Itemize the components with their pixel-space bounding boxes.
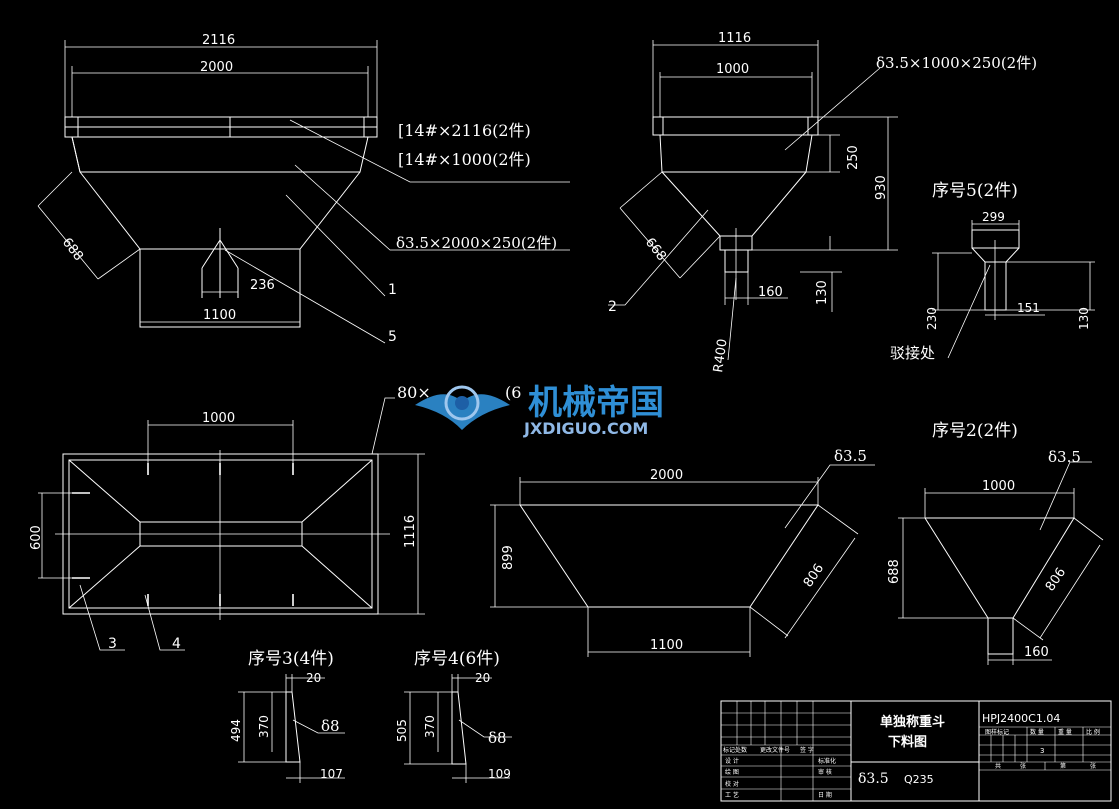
dim-505: 505 [395, 719, 409, 742]
th-sign: 签 字 [800, 746, 814, 754]
plan-view: 1000 600 1116 80× (6 3 4 [29, 383, 521, 652]
side-beam [652, 116, 819, 136]
th-date: 日 期 [818, 791, 832, 799]
part3-title: 序号3(4件) [248, 649, 334, 669]
callout-3: 3 [108, 636, 117, 652]
note-angle-partial-end: (6 [505, 383, 521, 402]
callout-2: 2 [608, 299, 617, 315]
watermark-en: JXDIGUO.COM [523, 419, 648, 438]
dim-2000: 2000 [200, 60, 233, 75]
dim-151: 151 [1017, 301, 1040, 315]
th-design: 设 计 [725, 757, 739, 765]
part5-view: 序号5(2件) 299 230 151 130 驳接处 [890, 181, 1095, 362]
part1-thk: δ3.5 [834, 447, 867, 465]
dim-236: 236 [250, 278, 275, 293]
dim-part2-1000: 1000 [982, 479, 1015, 494]
th-stage: 图样标记 [985, 728, 1009, 736]
front-view: 2116 2000 688 236 1100 [14#×2116(2件) [14… [37, 33, 570, 345]
note-channel-1000: [14#×1000(2件) [398, 150, 531, 169]
dim-494: 494 [229, 719, 243, 742]
th-weight: 重 量 [1058, 728, 1072, 736]
dim-160: 160 [758, 285, 783, 300]
th-scale: 比 例 [1086, 728, 1100, 736]
title-block: 单独称重斗 下料图 HPJ2400C1.04 δ3.5 Q235 图样标记 数 … [720, 700, 1112, 802]
dim-part1-2000: 2000 [650, 468, 683, 483]
th-sheet: 张 [1090, 762, 1096, 770]
part2-title: 序号2(2件) [932, 421, 1018, 441]
dim-part2-160: 160 [1024, 645, 1049, 660]
qty-value: 3 [1040, 747, 1044, 755]
watermark-logo: 机械帝国 JXDIGUO.COM [415, 383, 664, 438]
part3-thk: δ8 [321, 717, 340, 735]
title-name-2: 下料图 [888, 734, 927, 750]
th-qty: 数 量 [1030, 728, 1044, 736]
dim-plan-1116: 1116 [403, 515, 418, 548]
part3-view: 序号3(4件) 20 494 370 δ8 107 [229, 649, 345, 783]
dim-1116: 1116 [718, 31, 751, 46]
th-review: 审 核 [818, 768, 832, 776]
note-angle-partial: 80× [397, 383, 431, 402]
material-thickness: δ3.5 [858, 771, 889, 787]
dim-part5-130: 130 [1077, 307, 1091, 330]
watermark-cn: 机械帝国 [528, 383, 664, 423]
material-grade: Q235 [904, 773, 934, 786]
note-joint: 驳接处 [890, 344, 935, 362]
dim-part2-688: 688 [887, 559, 902, 584]
dim-plan-1000: 1000 [202, 411, 235, 426]
th-check: 校 对 [725, 780, 739, 788]
part2-thk: δ3.5 [1048, 448, 1081, 466]
th-process: 工 艺 [725, 791, 739, 799]
dim-109: 109 [488, 767, 511, 781]
dim-part3-20: 20 [306, 671, 321, 685]
part4-title: 序号4(6件) [414, 649, 500, 669]
dim-side-1000: 1000 [716, 62, 749, 77]
dim-230: 230 [925, 307, 939, 330]
part5-title: 序号5(2件) [932, 181, 1018, 201]
dim-part1-1100: 1100 [650, 638, 683, 653]
drawing-number: HPJ2400C1.04 [982, 712, 1060, 725]
dim-part4-370: 370 [423, 715, 437, 738]
dim-part4-20: 20 [475, 671, 490, 685]
dim-930: 930 [874, 175, 889, 200]
dim-1100: 1100 [203, 308, 236, 323]
dim-600: 600 [29, 525, 44, 550]
th-rev: 标记处数 [723, 746, 747, 754]
callout-5: 5 [388, 329, 397, 345]
note-plate-2000: δ3.5×2000×250(2件) [396, 234, 557, 252]
th-docno: 更改文件号 [760, 746, 790, 754]
th-sheets: 张 [1020, 762, 1026, 770]
dim-299: 299 [982, 210, 1005, 224]
dim-part3-370: 370 [257, 715, 271, 738]
note-channel-2116: [14#×2116(2件) [398, 121, 531, 140]
title-name-1: 单独称重斗 [880, 714, 945, 730]
callout-1: 1 [388, 282, 397, 298]
th-draw: 绘 图 [725, 768, 739, 776]
th-no: 第 [1060, 762, 1066, 770]
note-plate-1000: δ3.5×1000×250(2件) [876, 54, 1037, 72]
dim-250: 250 [846, 145, 861, 170]
dim-side-130: 130 [815, 280, 830, 305]
part4-view: 序号4(6件) 20 505 370 δ8 109 [395, 649, 512, 783]
dim-2116: 2116 [202, 33, 235, 48]
callout-4: 4 [172, 636, 181, 652]
side-view: 1116 1000 δ3.5×1000×250(2件) 250 930 668 … [608, 31, 1037, 374]
th-total: 共 [995, 762, 1001, 770]
dim-107: 107 [320, 767, 343, 781]
dim-899: 899 [501, 545, 516, 570]
part4-thk: δ8 [488, 729, 507, 747]
dim-r400: R400 [711, 338, 731, 374]
th-std: 标准化 [818, 757, 836, 765]
